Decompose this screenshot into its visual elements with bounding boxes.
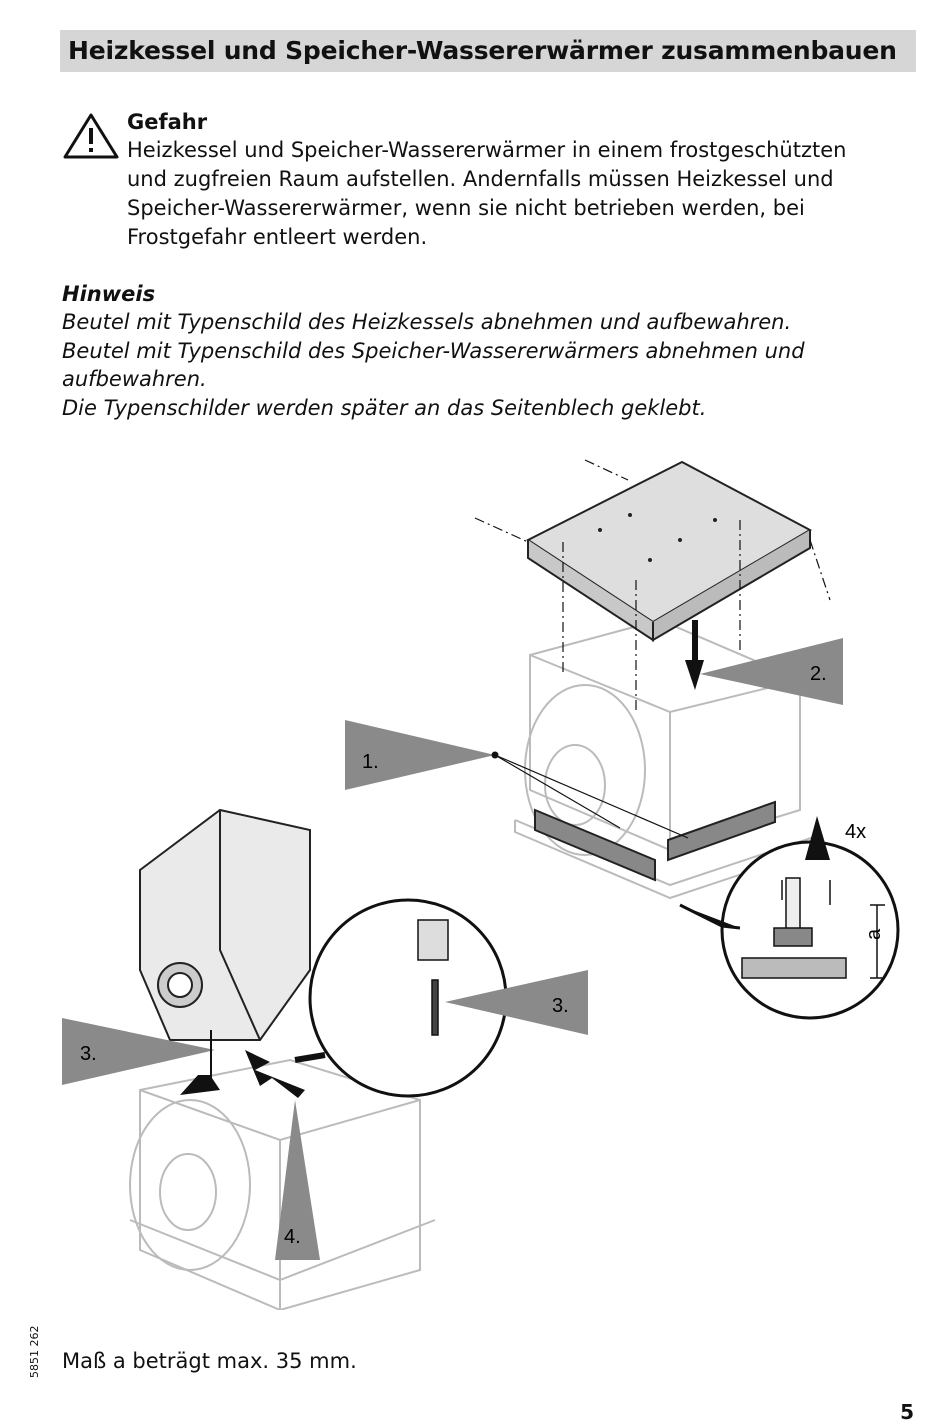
note-block: Hinweis Beutel mit Typenschild des Heizk… bbox=[62, 280, 922, 422]
danger-line: und zugfreien Raum aufstellen. Andernfal… bbox=[127, 167, 834, 191]
step-3-left-label: 3. bbox=[80, 1043, 97, 1065]
dimension-a-label: a bbox=[863, 928, 885, 940]
note-line: aufbewahren. bbox=[62, 367, 207, 391]
note-line: Die Typenschilder werden später an das S… bbox=[62, 395, 707, 420]
danger-heading: Gefahr bbox=[127, 110, 208, 134]
step-1-label: 1. bbox=[362, 751, 379, 773]
danger-line: Heizkessel und Speicher-Wassererwärmer i… bbox=[127, 138, 847, 162]
quantity-label: 4x bbox=[845, 821, 866, 843]
step-3-right-label: 3. bbox=[552, 995, 569, 1017]
note-line: Beutel mit Typenschild des Speicher-Wass… bbox=[62, 338, 805, 363]
section-title-bar: Heizkessel und Speicher-Wassererwärmer z… bbox=[60, 30, 916, 72]
page-title: Heizkessel und Speicher-Wassererwärmer z… bbox=[68, 36, 897, 65]
step-4-label: 4. bbox=[284, 1226, 301, 1248]
figure-caption: Maß a beträgt max. 35 mm. bbox=[62, 1349, 357, 1373]
assembly-illustration: 1. 2. 3. 3. 4. 4x a bbox=[62, 459, 900, 1310]
document-number: 5851 262 bbox=[28, 1325, 41, 1379]
danger-line: Frostgefahr entleert werden. bbox=[127, 225, 428, 249]
danger-line: Speicher-Wassererwärmer, wenn sie nicht … bbox=[127, 196, 805, 220]
page-number: 5 bbox=[900, 1400, 914, 1424]
note-heading: Hinweis bbox=[62, 282, 156, 306]
step-2-label: 2. bbox=[810, 663, 827, 685]
danger-block: Gefahr Heizkessel und Speicher-Wassererw… bbox=[127, 108, 917, 252]
warning-triangle-icon bbox=[63, 113, 119, 159]
note-line: Beutel mit Typenschild des Heizkessels a… bbox=[62, 310, 792, 334]
